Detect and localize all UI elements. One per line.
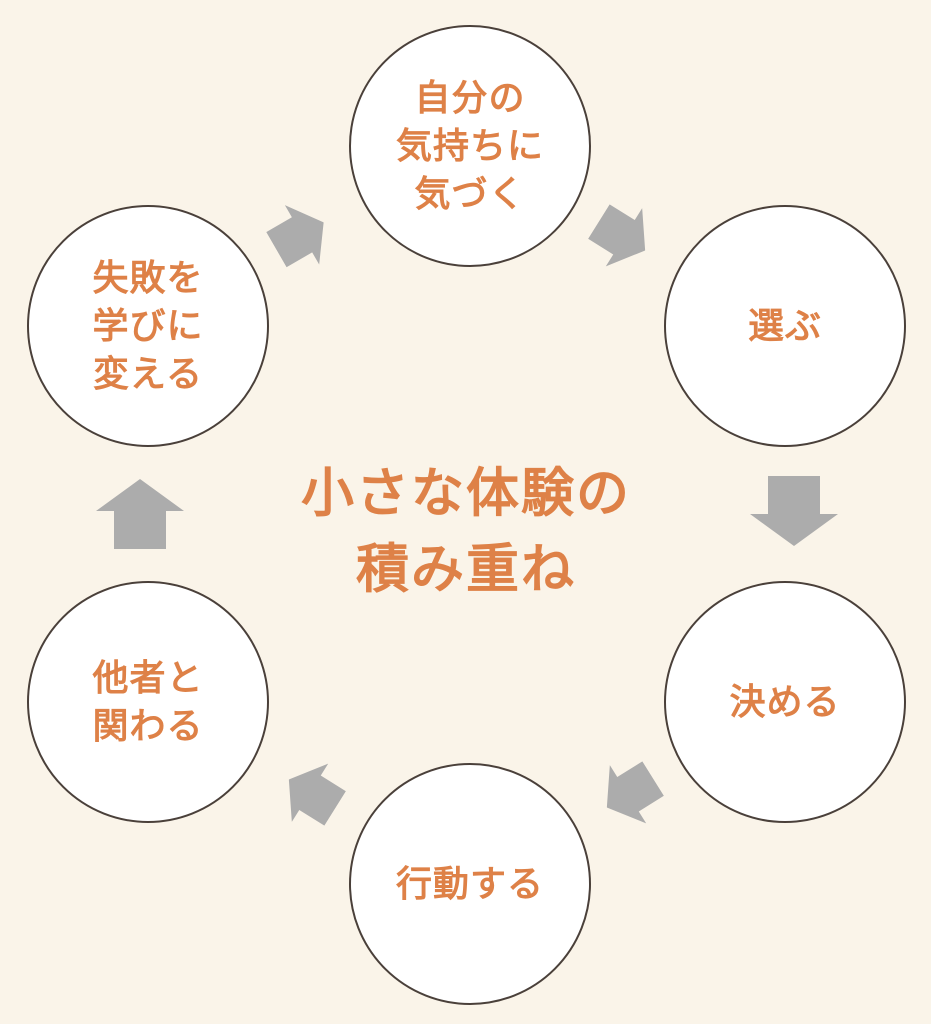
arrow-act-to-engage-icon <box>271 750 354 837</box>
block-arrow-icon <box>588 204 646 267</box>
node-label-line: 気持ちに <box>395 125 544 166</box>
arrow-notice-to-choose-icon <box>581 192 664 279</box>
node-notice-own-feelings: 自分の 気持ちに 気づく <box>349 25 591 267</box>
node-label-line: 気づく <box>414 173 526 214</box>
arrow-failure-to-notice-icon <box>259 193 341 280</box>
arrow-decide-to-act-icon <box>589 749 672 836</box>
node-label-line: 決める <box>729 681 841 722</box>
node-take-action: 行動する <box>349 763 591 1005</box>
node-label-line: 関わる <box>92 705 204 746</box>
diagram-title-line: 積み重ね <box>356 540 576 599</box>
node-engage-with-others: 他者と 関わる <box>27 581 269 823</box>
diagram-title: 小さな体験の 積み重ね <box>146 456 786 608</box>
block-arrow-icon <box>96 479 184 549</box>
node-label-line: 自分の <box>414 77 526 118</box>
node-label-line: 他者と <box>92 657 204 698</box>
block-arrow-icon <box>266 205 324 268</box>
node-decide: 決める <box>664 581 906 823</box>
block-arrow-icon <box>288 763 346 826</box>
node-label-line: 変える <box>93 353 203 394</box>
arrow-engage-to-failure-icon <box>96 479 184 549</box>
node-label-line: 学びに <box>92 305 204 346</box>
block-arrow-icon <box>606 761 664 824</box>
arrow-choose-to-decide-icon <box>750 476 838 546</box>
node-choose: 選ぶ <box>664 205 906 447</box>
node-label-line: 行動する <box>395 863 544 904</box>
block-arrow-icon <box>750 476 838 546</box>
node-turn-failure-into-learning: 失敗を 学びに 変える <box>27 205 269 447</box>
node-label-line: 失敗を <box>92 257 204 298</box>
node-label-line: 選ぶ <box>747 305 822 346</box>
diagram-title-line: 小さな体験の <box>301 464 631 523</box>
